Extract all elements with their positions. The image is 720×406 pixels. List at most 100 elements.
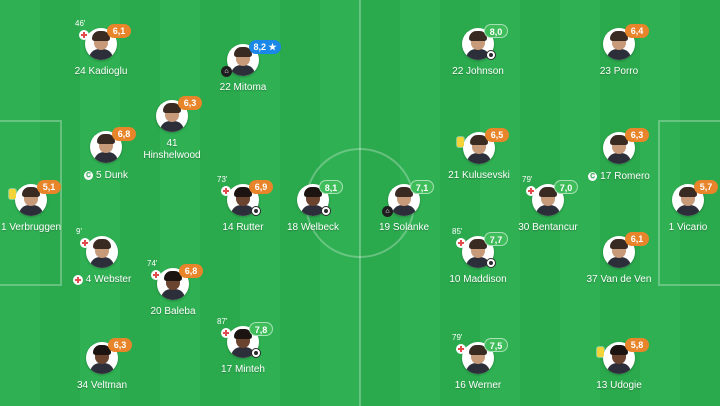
rating-badge: 7,8 <box>249 322 273 336</box>
rating-badge: 6,8 <box>179 264 203 278</box>
right-penalty-area <box>658 120 720 286</box>
player-name: 16 Werner <box>454 380 502 391</box>
player-name: 30 Bentancur <box>518 222 578 233</box>
player-photo <box>157 268 189 300</box>
player-photo <box>86 236 118 268</box>
goal-ball-icon <box>486 258 496 268</box>
sub-minute: 46' <box>75 19 86 28</box>
player-porro[interactable]: 6,4 23 Porro <box>559 24 679 98</box>
goal-ball-icon <box>251 206 261 216</box>
player-name: 22 Johnson <box>452 66 504 77</box>
rating-badge: 6,9 <box>249 180 273 194</box>
sub-off-icon <box>72 275 83 285</box>
player-kadioglu[interactable]: 46' 6,1 24 Kadioglu <box>41 19 161 98</box>
rating-badge: 6,1 <box>107 24 131 38</box>
rating-badge: 7,1 <box>410 180 434 194</box>
player-photo <box>85 28 117 60</box>
yellow-card-icon <box>457 137 464 147</box>
player-name: 23 Porro <box>599 66 639 77</box>
rating-badge: 5,1 <box>37 180 61 194</box>
player-van-de-ven[interactable]: 6,1 37 Van de Ven <box>559 232 679 306</box>
rating-badge: 6,3 <box>108 338 132 352</box>
player-mitoma[interactable]: 8,2 ★ ⌂ 22 Mitoma <box>183 40 303 114</box>
rating-badge: 6,5 <box>485 128 509 142</box>
player-name: 1 Verbruggen <box>0 222 62 233</box>
player-maddison[interactable]: 85' 7,7 10 Maddison <box>418 227 538 306</box>
player-photo <box>90 131 122 163</box>
player-udogie[interactable]: 5,8 13 Udogie <box>559 338 679 406</box>
rating-badge: 6,3 <box>178 96 202 110</box>
player-name: 22 Mitoma <box>219 82 267 93</box>
player-photo <box>532 184 564 216</box>
rating-badge: 8,1 <box>319 180 343 194</box>
sub-minute: 79' <box>452 333 463 342</box>
player-werner[interactable]: 79' 7,5 16 Werner <box>418 333 538 406</box>
substitution-icon <box>80 238 90 248</box>
player-photo <box>462 28 494 60</box>
player-name: 21 Kulusevski <box>448 170 510 181</box>
player-name: 18 Welbeck <box>286 222 340 233</box>
player-rutter[interactable]: 73' 6,9 14 Rutter <box>183 175 303 254</box>
player-name: 24 Kadioglu <box>74 66 128 77</box>
sub-minute: 74' <box>147 259 158 268</box>
substitution-icon <box>456 344 466 354</box>
player-verbruggen[interactable]: 5,1 1 Verbruggen <box>0 180 91 254</box>
rating-badge: 6,1 <box>625 232 649 246</box>
assist-boot-icon: ⌂ <box>382 206 393 217</box>
rating-badge: 8,0 <box>484 24 508 38</box>
player-baleba[interactable]: 74' 6,8 20 Baleba <box>113 259 233 338</box>
player-name: 14 Rutter <box>222 222 264 233</box>
sub-minute: 9' <box>76 227 82 236</box>
player-johnson[interactable]: 8,0 22 Johnson <box>418 24 538 98</box>
player-name: 10 Maddison <box>449 274 507 285</box>
player-name: 17 Minteh <box>221 364 265 375</box>
rating-badge: 5,7 <box>694 180 718 194</box>
rating-badge: 6,4 <box>625 24 649 38</box>
rating-badge: 7,0 <box>554 180 578 194</box>
player-name: 34 Veltman <box>76 380 128 391</box>
rating-badge: 7,7 <box>484 232 508 246</box>
player-vicario[interactable]: 5,7 1 Vicario <box>628 180 720 254</box>
player-name: 37 Van de Ven <box>586 274 652 285</box>
sub-minute: 87' <box>217 317 228 326</box>
left-penalty-area <box>0 120 62 286</box>
goal-ball-icon <box>321 206 331 216</box>
rating-badge: 6,3 <box>625 128 649 142</box>
sub-minute: 85' <box>452 227 463 236</box>
substitution-icon <box>526 186 536 196</box>
player-name: 1 Vicario <box>668 222 708 233</box>
rating-badge: 6,8 <box>112 127 136 141</box>
player-photo <box>462 342 494 374</box>
player-welbeck[interactable]: 8,1 18 Welbeck <box>253 180 373 254</box>
player-photo <box>672 184 704 216</box>
rating-badge: 5,8 <box>625 338 649 352</box>
player-bentancur[interactable]: 79' 7,0 30 Bentancur <box>488 175 608 254</box>
assist-boot-icon: ⌂ <box>221 66 232 77</box>
captain-icon: C <box>588 172 598 181</box>
player-minteh[interactable]: 87' 7,8 17 Minteh <box>183 317 303 396</box>
player-kulusevski[interactable]: 6,5 21 Kulusevski <box>419 128 539 202</box>
player-veltman[interactable]: 6,3 34 Veltman <box>42 338 162 406</box>
player-name: 13 Udogie <box>596 380 642 391</box>
player-solanke[interactable]: 7,1 ⌂ 19 Solanke <box>344 180 464 254</box>
yellow-card-icon <box>9 189 16 199</box>
player-name: 20 Baleba <box>150 306 196 317</box>
sub-minute: 73' <box>217 175 228 184</box>
substitution-icon <box>221 186 231 196</box>
rating-badge: 7,5 <box>484 338 508 352</box>
player-name: 19 Solanke <box>378 222 430 233</box>
rating-badge: 8,2 ★ <box>249 40 281 54</box>
player-photo <box>156 100 188 132</box>
goal-ball-icon <box>486 50 496 60</box>
yellow-card-icon <box>597 347 604 357</box>
substitution-icon <box>79 30 89 40</box>
